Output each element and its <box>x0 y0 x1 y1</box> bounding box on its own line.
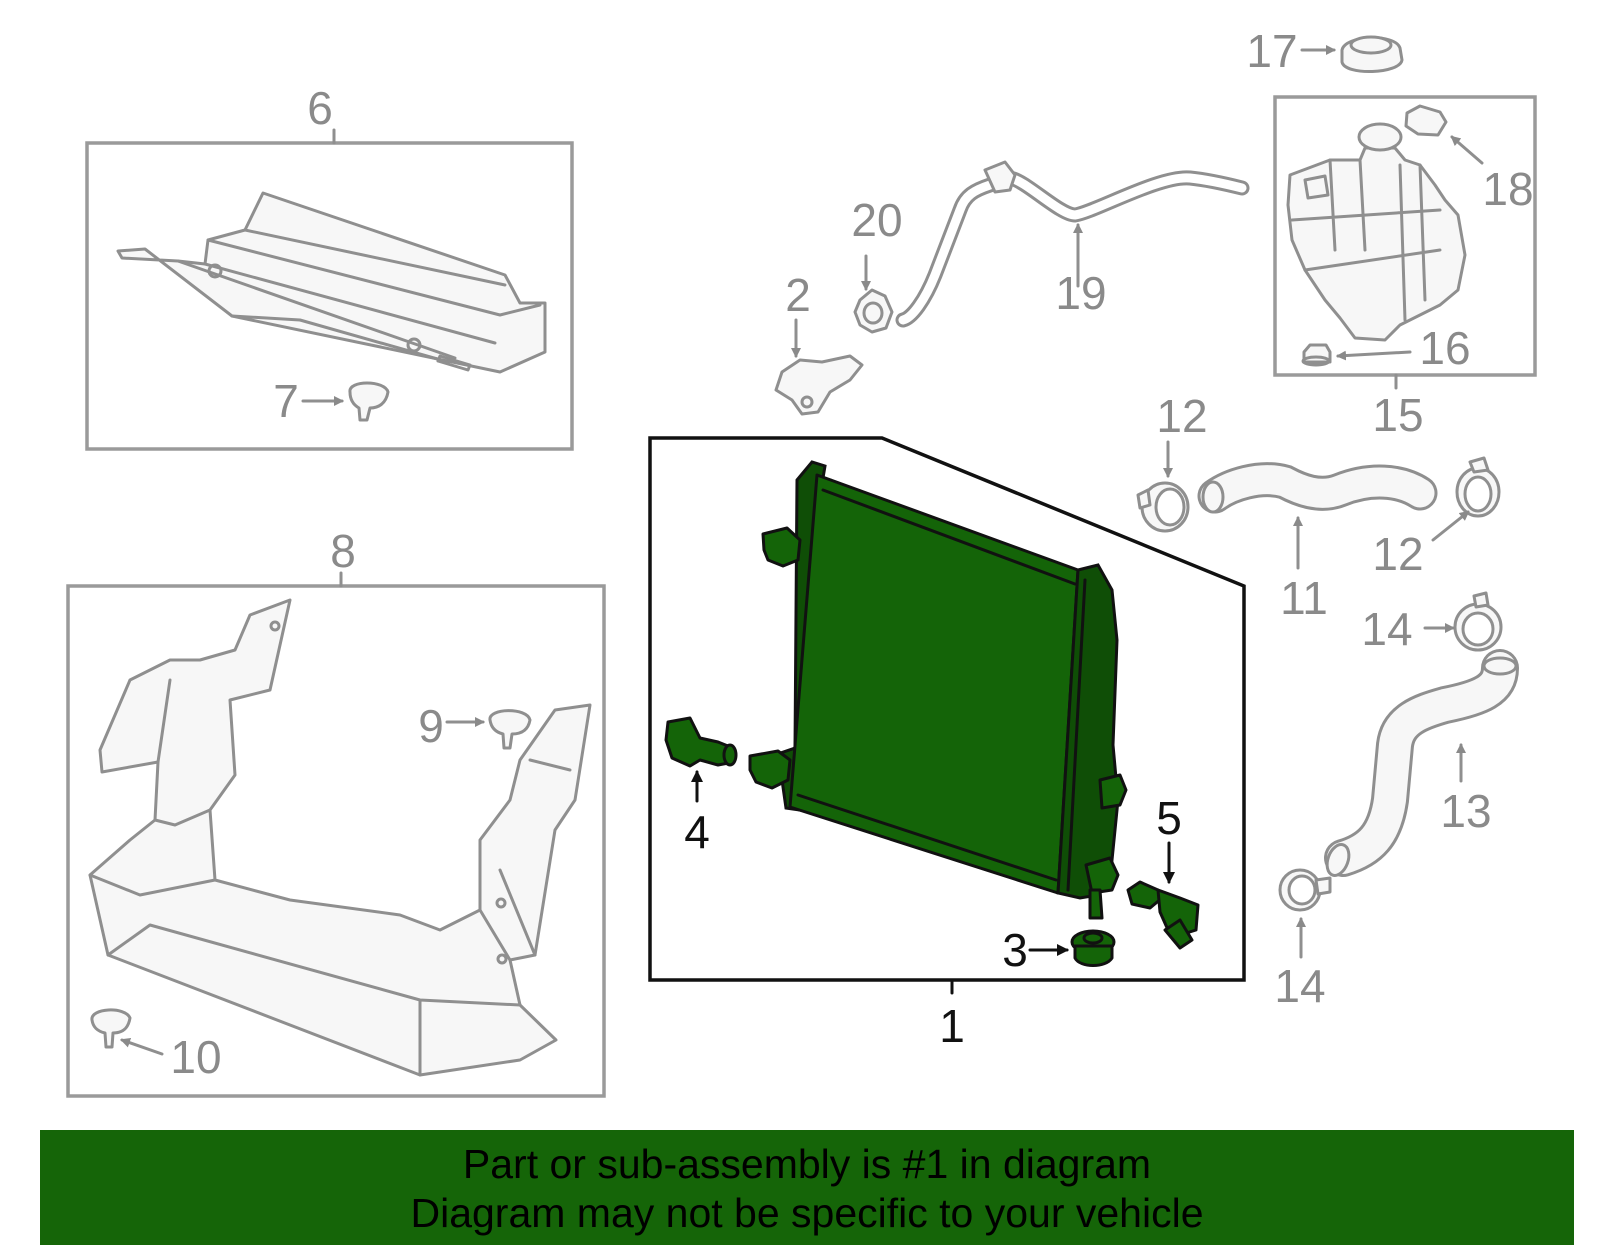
callout-15: 15 <box>1372 389 1423 441</box>
air-deflector-lower-part[interactable] <box>88 598 592 1077</box>
callout-19: 19 <box>1055 267 1106 319</box>
reservoir-cap-17[interactable] <box>1340 35 1404 73</box>
radiator-assembly-box <box>648 436 1246 995</box>
hose-clamp-14-upper[interactable] <box>1453 591 1503 652</box>
air-deflector-upper-part[interactable] <box>116 191 547 374</box>
coolant-reservoir-15[interactable] <box>1286 122 1467 342</box>
callout-14-bottom: 14 <box>1274 960 1325 1012</box>
hose-clamp-20[interactable] <box>853 288 894 334</box>
callout-7: 7 <box>273 375 299 427</box>
hose-11[interactable] <box>1197 462 1438 514</box>
drain-plug-4[interactable] <box>664 716 738 768</box>
group-8-box <box>66 571 606 1098</box>
banner-line-1: Part or sub-assembly is #1 in diagram <box>462 1141 1152 1187</box>
hose-clamp-12-right[interactable] <box>1455 456 1501 518</box>
hose-clamp-12-left[interactable] <box>1136 481 1190 533</box>
callout-2: 2 <box>785 269 811 321</box>
callout-18: 18 <box>1482 163 1533 215</box>
grommet-3[interactable] <box>1070 929 1116 967</box>
info-banner: Part or sub-assembly is #1 in diagram Di… <box>40 1130 1574 1245</box>
callout-4: 4 <box>684 806 710 858</box>
hose-19[interactable] <box>895 160 1250 328</box>
drain-valve-5[interactable] <box>1126 880 1200 950</box>
group-6-box <box>85 128 574 451</box>
sensor-18[interactable] <box>1404 104 1448 137</box>
callout-1: 1 <box>939 1000 965 1052</box>
callout-10: 10 <box>170 1031 221 1083</box>
callout-11: 11 <box>1280 572 1328 624</box>
callout-8: 8 <box>330 525 356 577</box>
callout-5: 5 <box>1156 792 1182 844</box>
hose-13[interactable] <box>1323 649 1519 878</box>
callout-12-bottom: 12 <box>1372 528 1423 580</box>
bracket-2[interactable] <box>774 354 864 416</box>
push-pin-10[interactable] <box>90 1008 132 1049</box>
callout-13: 13 <box>1440 785 1491 837</box>
callout-17: 17 <box>1246 25 1297 77</box>
callout-14-top: 14 <box>1361 603 1412 655</box>
banner-line-2: Diagram may not be specific to your vehi… <box>410 1190 1204 1236</box>
radiator-part-1[interactable] <box>748 460 1128 920</box>
callout-12-top: 12 <box>1156 390 1207 442</box>
callout-16: 16 <box>1419 322 1470 374</box>
reservoir-group-box <box>1273 95 1537 390</box>
cap-16[interactable] <box>1301 343 1332 367</box>
callout-20: 20 <box>851 194 902 246</box>
callout-3: 3 <box>1002 924 1028 976</box>
callout-9: 9 <box>418 700 444 752</box>
hose-clamp-14-lower[interactable] <box>1278 868 1332 912</box>
push-pin-7[interactable] <box>348 381 390 422</box>
callout-6: 6 <box>307 82 333 134</box>
push-pin-9[interactable] <box>488 709 532 750</box>
